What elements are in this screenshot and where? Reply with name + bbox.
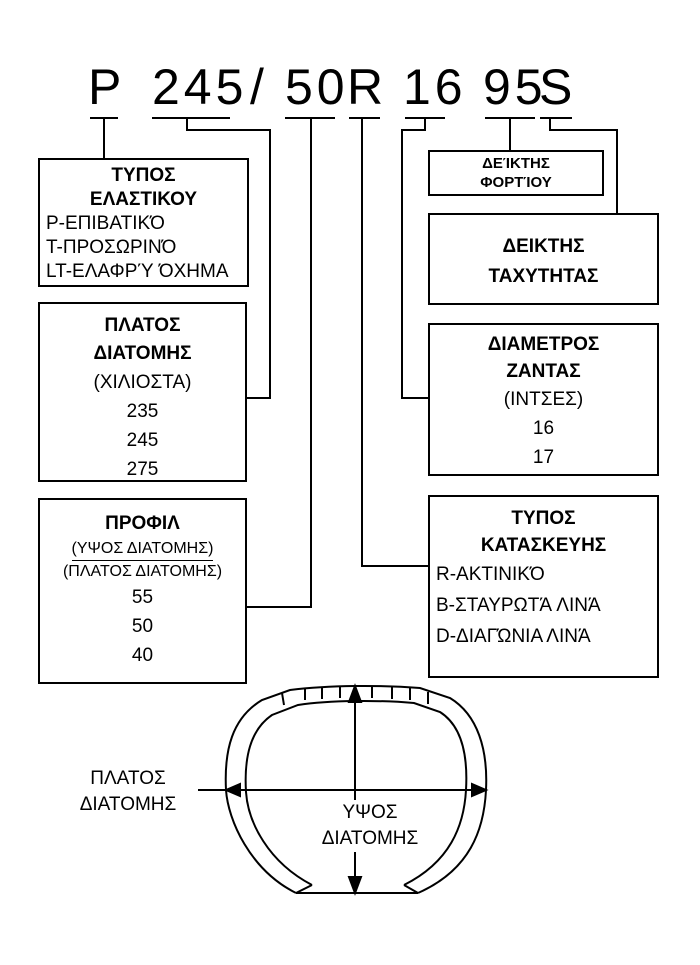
profile-value-1: 55 xyxy=(131,587,154,608)
section-width-title: ΠΛΑΤΟΣ ΔΙΑΤΟΜΗΣ xyxy=(93,315,192,364)
rim-diameter-value-2: 17 xyxy=(532,447,555,468)
rim-diameter-value-1: 16 xyxy=(532,418,555,439)
code-construction: R xyxy=(347,59,388,115)
code-aspect: 50 xyxy=(285,59,349,115)
section-width-unit: (ΧΙΛΙΟΣΤΑ) xyxy=(93,372,192,393)
speed-index-title: ΔΕΙΚΤΗΣ ΤΑΧΥΤΗΤΑΣ xyxy=(488,236,599,287)
construction-type-box: ΤΥΠΟΣ ΚΑΤΑΣΚΕΥΗΣ R-ΑΚΤΙΝΙΚΌ B-ΣΤΑΥΡΩΤΆ Λ… xyxy=(428,495,659,678)
tire-type-item-p: P-ΕΠΙΒΑΤΙΚΌ xyxy=(46,213,165,234)
rim-diameter-title: ΔΙΑΜΕΤΡΟΣ ΖΑΝΤΑΣ xyxy=(487,334,600,382)
connector-lines xyxy=(90,117,618,608)
height-arrow-top xyxy=(347,683,363,703)
tread-grooves xyxy=(281,686,429,706)
dimension-arrows xyxy=(198,683,489,896)
diagram-section-height-label: ΥΨΟΣ ΔΙΑΤΟΜΗΣ xyxy=(300,800,440,852)
code-slash: / xyxy=(250,59,268,115)
profile-title: ΠΡΟΦΙΛ xyxy=(105,513,180,534)
profile-denominator: (ΠΛΑΤΟΣ ΔΙΑΤΟΜΗΣ) xyxy=(62,563,223,580)
code-speed: S xyxy=(539,59,577,115)
speed-index-box: ΔΕΙΚΤΗΣ ΤΑΧΥΤΗΤΑΣ xyxy=(428,213,659,305)
construction-item-b: B-ΣΤΑΥΡΩΤΆ ΛΙΝΆ xyxy=(436,595,601,616)
tire-type-item-t: T-ΠΡΟΣΩΡΙΝΌ xyxy=(46,237,177,258)
connector-speed xyxy=(549,118,618,213)
load-index-box: ΔΕΊΚΤΗΣ ΦΟΡΤΊΟΥ xyxy=(428,150,604,196)
diagram-section-width-label: ΠΛΑΤΟΣ ΔΙΑΤΟΜΗΣ xyxy=(79,768,177,815)
height-arrow-bottom xyxy=(347,876,363,896)
tire-type-item-lt: LT-ΕΛΑΦΡΎ ΌΧΗΜΑ xyxy=(46,261,229,282)
tire-beads xyxy=(295,884,419,894)
tire-type-title: ΤΥΠΟΣ ΕΛΑΣΤΙΚΟΥ xyxy=(89,165,198,210)
construction-item-r: R-ΑΚΤΙΝΙΚΌ xyxy=(436,564,545,585)
code-load: 95 xyxy=(483,59,547,115)
connector-profile xyxy=(247,118,312,608)
code-width: 245 xyxy=(152,59,248,115)
code-p: P xyxy=(88,59,126,115)
code-rim: 16 xyxy=(403,59,467,115)
load-index-title: ΔΕΊΚΤΗΣ ΦΟΡΤΊΟΥ xyxy=(480,155,552,191)
profile-numerator: (ΥΨΟΣ ΔΙΑΤΟΜΗΣ) xyxy=(71,538,214,561)
profile-box: ΠΡΟΦΙΛ (ΥΨΟΣ ΔΙΑΤΟΜΗΣ) (ΠΛΑΤΟΣ ΔΙΑΤΟΜΗΣ)… xyxy=(38,498,247,684)
section-width-value-3: 275 xyxy=(126,459,159,480)
tire-type-box: ΤΥΠΟΣ ΕΛΑΣΤΙΚΟΥ P-ΕΠΙΒΑΤΙΚΌ T-ΠΡΟΣΩΡΙΝΌ … xyxy=(38,158,249,287)
section-width-value-2: 245 xyxy=(126,430,159,451)
construction-item-d: D-ΔΙΑΓΏΝΙΑ ΛΙΝΆ xyxy=(436,626,591,647)
width-arrow-left xyxy=(223,782,241,798)
section-width-value-1: 235 xyxy=(126,401,159,422)
connector-rim xyxy=(401,118,428,399)
connector-section-width xyxy=(186,118,271,399)
rim-diameter-box: ΔΙΑΜΕΤΡΟΣ ΖΑΝΤΑΣ (ΙΝΤΣΕΣ) 16 17 xyxy=(428,323,659,476)
profile-value-3: 40 xyxy=(131,645,154,666)
section-width-box: ΠΛΑΤΟΣ ΔΙΑΤΟΜΗΣ (ΧΙΛΙΟΣΤΑ) 235 245 275 xyxy=(38,302,247,482)
rim-diameter-unit: (ΙΝΤΣΕΣ) xyxy=(503,389,584,410)
connector-construction xyxy=(361,118,428,567)
profile-value-2: 50 xyxy=(131,616,154,637)
construction-type-title: ΤΥΠΟΣ ΚΑΤΑΣΚΕΥΗΣ xyxy=(480,508,607,556)
width-arrow-right xyxy=(471,782,489,798)
